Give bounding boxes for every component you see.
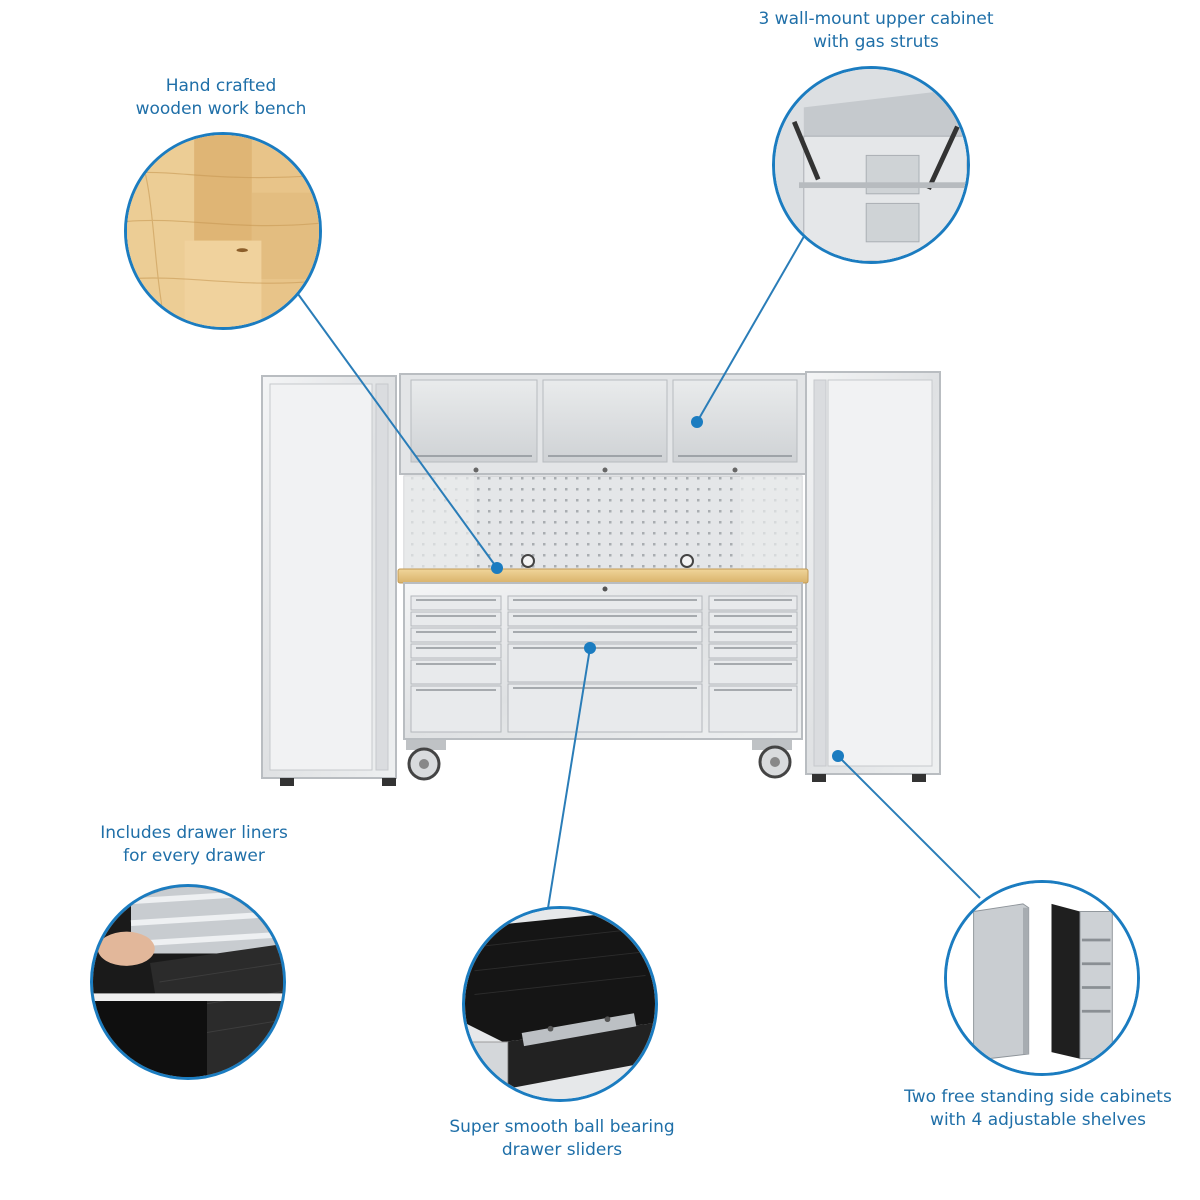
- marker-upper-cabinet: [691, 416, 703, 428]
- pegboard-backpanel: [403, 475, 803, 571]
- caption-work-bench: Hand crafted wooden work bench: [110, 75, 332, 121]
- caption-upper-cabinet-line2: with gas struts: [813, 32, 939, 52]
- caption-ball-bearing: Super smooth ball bearing drawer sliders: [430, 1116, 694, 1162]
- marker-side-cabinets: [832, 750, 844, 762]
- caption-drawer-liners-line1: Includes drawer liners: [100, 823, 288, 843]
- drawer-liner-detail-icon: [90, 884, 286, 1080]
- caster-wheels: [406, 740, 792, 781]
- leader-ball-bearing: [547, 647, 591, 909]
- caption-work-bench-line1: Hand crafted: [165, 76, 277, 96]
- left-side-cabinet: [261, 375, 397, 786]
- caption-side-cabinets-line2: with 4 adjustable shelves: [930, 1110, 1146, 1130]
- leader-upper-cabinet: [696, 225, 811, 423]
- caption-upper-cabinet: 3 wall-mount upper cabinet with gas stru…: [742, 8, 1010, 54]
- wood-grain-detail-icon: [124, 132, 322, 330]
- lower-drawer-chest: [403, 582, 803, 740]
- leader-side-cabinets: [837, 755, 981, 899]
- caption-drawer-liners-line2: for every drawer: [123, 846, 265, 866]
- upper-cabinet-gas-strut-detail-icon: [772, 66, 970, 264]
- marker-work-bench: [491, 562, 503, 574]
- side-cabinet-detail-icon: [944, 880, 1140, 1076]
- upper-wall-cabinets: [399, 373, 807, 475]
- caption-side-cabinets-line1: Two free standing side cabinets: [904, 1087, 1172, 1107]
- caption-side-cabinets: Two free standing side cabinets with 4 a…: [886, 1086, 1190, 1132]
- caption-upper-cabinet-line1: 3 wall-mount upper cabinet: [758, 9, 994, 29]
- marker-ball-bearing: [584, 642, 596, 654]
- caption-ball-bearing-line2: drawer sliders: [501, 1140, 623, 1160]
- caption-drawer-liners: Includes drawer liners for every drawer: [80, 822, 308, 868]
- caption-ball-bearing-line1: Super smooth ball bearing: [449, 1117, 675, 1137]
- ball-bearing-slider-detail-icon: [462, 906, 658, 1102]
- leader-work-bench: [297, 293, 498, 569]
- right-side-cabinet: [805, 371, 941, 782]
- caption-work-bench-line2: wooden work bench: [135, 99, 307, 119]
